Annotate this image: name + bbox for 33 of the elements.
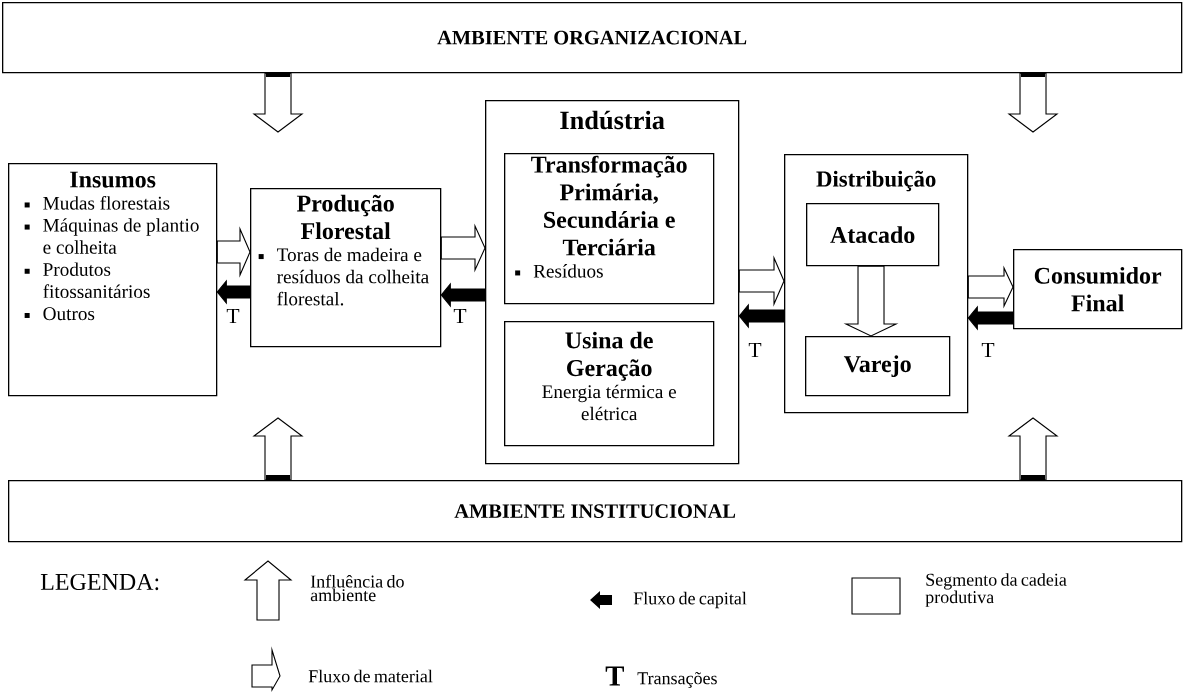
transaction-label: T [452, 307, 468, 325]
legend-text: Fluxo de material [308, 669, 433, 683]
segment-box: Atacado [806, 203, 940, 267]
capital-flow-arrow [967, 305, 1014, 331]
material-flow-arrow [967, 265, 1014, 309]
segment-box: Varejo [805, 336, 951, 397]
legend-text: Transações [637, 672, 717, 688]
transaction-label: T [747, 341, 763, 359]
transaction-symbol: T [605, 666, 624, 686]
material-flow-arrow [440, 223, 486, 273]
segment-box: Insumos Mudas florestais Máquinas de plantio e colheita Produtos fitossanitários Outros [8, 163, 218, 397]
capital-flow-arrow [216, 279, 251, 305]
influence-arrow [252, 417, 304, 481]
segment-box: Consumidor Final [1013, 249, 1183, 330]
segment-box: Transformação Primária, Secundária e Terciária Resíduos [504, 153, 715, 305]
influence-arrow [1007, 72, 1059, 133]
material-flow-arrow [738, 255, 785, 307]
segment-box: Produção Florestal Toras de madeira e resíduos da colheita florestal. [250, 188, 442, 348]
material-flow-arrow [843, 265, 899, 337]
influence-arrow [252, 72, 304, 133]
legend-text: Segmento da cadeia produtiva [925, 573, 1067, 607]
capital-flow-arrow [440, 282, 486, 308]
legend-title: LEGENDA: [40, 573, 159, 591]
segment-box: Usina de Geração Energia térmica e elétrica [504, 321, 715, 447]
legend-text: Influência do ambiente [310, 574, 404, 602]
legend-text: Fluxo de capital [633, 591, 747, 609]
capital-flow-arrow [738, 303, 785, 329]
material-flow-arrow [216, 226, 251, 278]
influence-arrow [1007, 417, 1059, 481]
transaction-label: T [225, 307, 241, 325]
transaction-label: T [980, 341, 996, 359]
environment-band: AMBIENTE INSTITUCIONAL [8, 480, 1183, 543]
environment-band: AMBIENTE ORGANIZACIONAL [2, 2, 1183, 74]
